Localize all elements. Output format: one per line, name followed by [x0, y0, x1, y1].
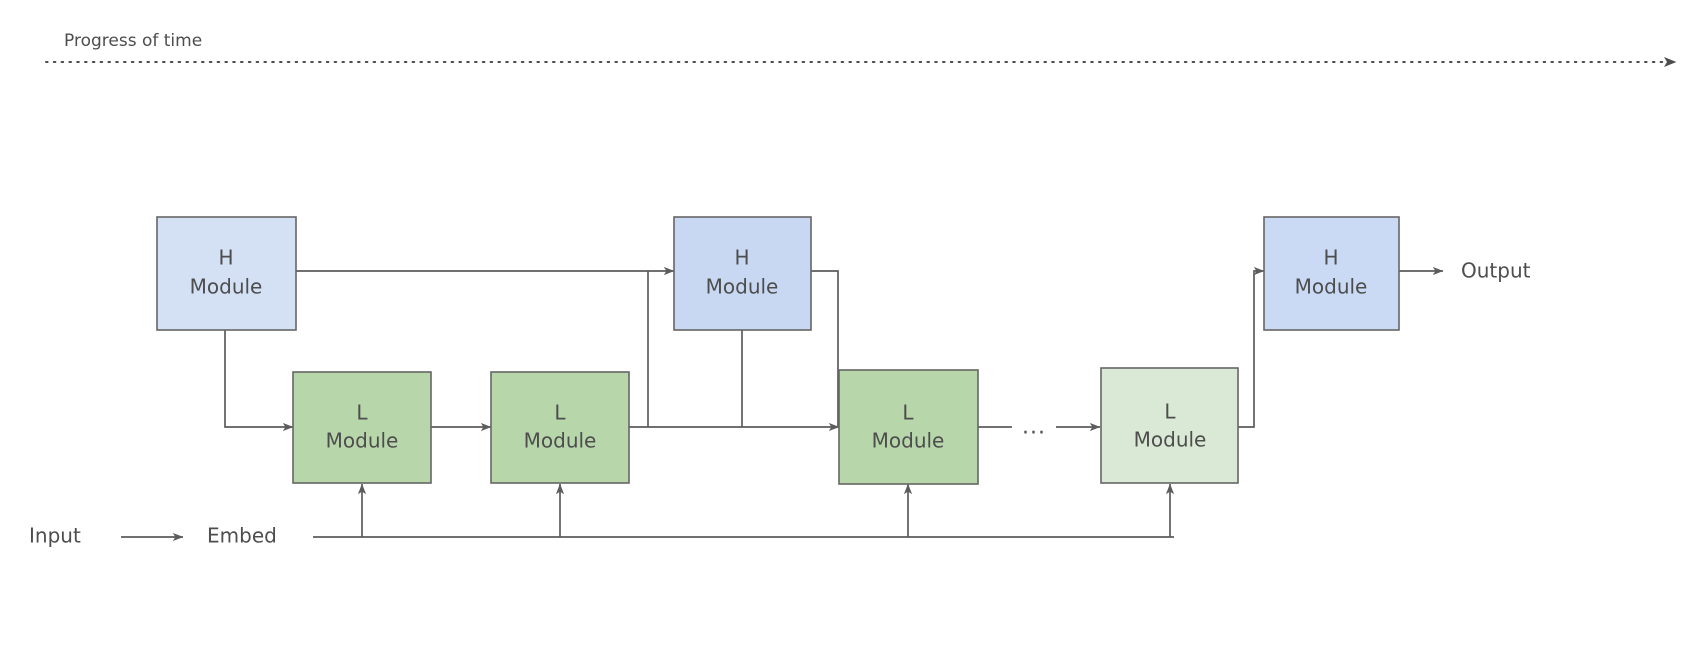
connector-h2-to-l3 — [811, 270, 839, 427]
connectors-group — [121, 266, 1444, 542]
l-module-1-rect[interactable] — [292, 371, 432, 484]
h-module-3[interactable]: H Module — [1263, 216, 1400, 331]
ellipsis-label: ··· — [1022, 421, 1046, 446]
l-module-1-label-line1: L — [356, 401, 368, 425]
h-module-3-rect[interactable] — [1263, 216, 1400, 331]
connector-h1-to-l1 — [224, 330, 294, 432]
timeline-label: Progress of time — [64, 31, 202, 51]
input-label: Input — [29, 524, 81, 548]
h-module-1-label-line2: Module — [190, 275, 263, 299]
l-module-2[interactable]: L Module — [490, 371, 630, 484]
l-module-4-rect[interactable] — [1100, 367, 1239, 484]
l-module-4-label-line2: Module — [1134, 428, 1207, 452]
embed-label: Embed — [207, 524, 277, 548]
output-label: Output — [1461, 259, 1531, 283]
l-module-1-label-line2: Module — [326, 429, 399, 453]
l-module-3-label-line1: L — [902, 401, 914, 425]
l-module-2-label-line2: Module — [524, 429, 597, 453]
l-module-1[interactable]: L Module — [292, 371, 432, 484]
h-module-1[interactable]: H Module — [156, 216, 297, 331]
l-module-2-rect[interactable] — [490, 371, 630, 484]
h-module-2-label-line1: H — [734, 246, 749, 270]
h-module-1-rect[interactable] — [156, 216, 297, 331]
l-module-4-label-line1: L — [1164, 400, 1176, 424]
h-module-3-label-line1: H — [1323, 246, 1338, 270]
l-module-3[interactable]: L Module — [838, 369, 979, 485]
l-module-3-label-line2: Module — [872, 429, 945, 453]
h-module-2-rect[interactable] — [673, 216, 812, 331]
h-module-2-label-line2: Module — [706, 275, 779, 299]
connector-l4-to-h3 — [1238, 266, 1265, 428]
h-module-1-label-line1: H — [218, 246, 233, 270]
l-module-3-rect[interactable] — [838, 369, 979, 485]
h-module-3-label-line2: Module — [1295, 275, 1368, 299]
l-module-2-label-line1: L — [554, 401, 566, 425]
l-module-4[interactable]: L Module — [1100, 367, 1239, 484]
h-module-2[interactable]: H Module — [673, 216, 812, 331]
